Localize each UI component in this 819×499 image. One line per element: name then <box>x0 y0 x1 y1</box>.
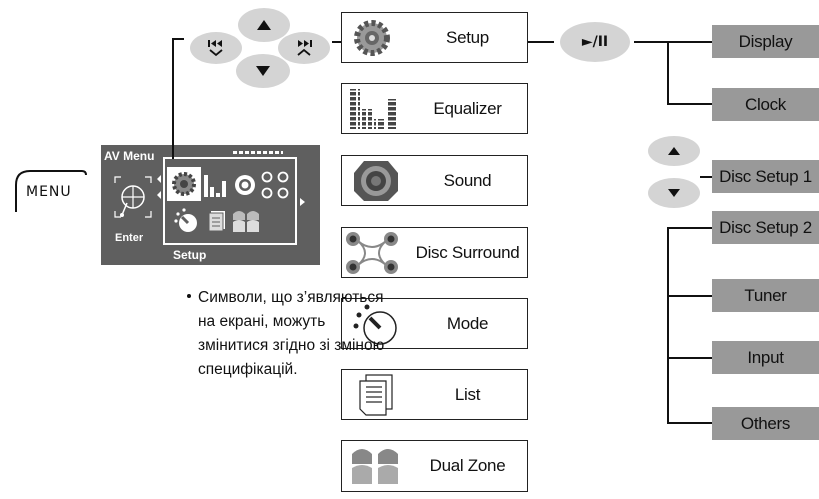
up-triangle-icon <box>668 147 680 155</box>
submenu-clock[interactable]: Clock <box>712 88 819 121</box>
connector-nav-menu <box>332 41 342 43</box>
tree-branch-clock <box>667 103 712 105</box>
connector-playpause-tree <box>634 41 712 43</box>
menu-item-equalizer[interactable]: Equalizer <box>341 83 528 134</box>
screen-caption: Setup <box>173 248 207 262</box>
screen-right-arrow <box>300 198 305 206</box>
menu-item-disc-surround[interactable]: Disc Surround <box>341 227 528 278</box>
menu-item-equalizer-label: Equalizer <box>433 98 502 118</box>
note-line: Символи, що з’являються <box>198 289 384 306</box>
next-track-button[interactable] <box>278 32 330 64</box>
note-line: специфікацій. <box>198 361 298 378</box>
tree-branch-tuner <box>667 295 712 297</box>
connector-disc-setup-1 <box>700 176 712 178</box>
connector-screen-nav <box>172 38 174 159</box>
joystick-icon <box>114 176 152 218</box>
menu-item-sound[interactable]: Sound <box>341 155 528 206</box>
skip-forward-up-icon <box>297 40 312 56</box>
menu-item-sound-label: Sound <box>443 170 492 190</box>
submenu-tuner[interactable]: Tuner <box>712 279 819 312</box>
surround-speakers-icon <box>346 232 398 274</box>
menu-item-dual-zone[interactable]: Dual Zone <box>341 440 528 492</box>
mode-knob-icon <box>353 304 397 345</box>
screen-mode-icon <box>174 208 197 232</box>
gear-icon <box>354 20 390 56</box>
screen-surround-icon <box>261 171 289 199</box>
submenu-display[interactable]: Display <box>712 25 819 58</box>
submenu-disc-setup-1[interactable]: Disc Setup 1 <box>712 160 819 193</box>
dual-zone-seats-icon <box>352 449 398 484</box>
menu-item-list-label: List <box>454 384 481 404</box>
note-bullet <box>187 294 191 298</box>
tree-branch-disc-setup-2 <box>667 227 712 229</box>
menu-key[interactable]: MENU <box>10 168 88 216</box>
submenu-input[interactable]: Input <box>712 341 819 374</box>
down-triangle-icon <box>668 189 680 197</box>
menu-item-dual-zone-label: Dual Zone <box>429 456 506 475</box>
note-line: на екрані, можуть <box>198 313 326 330</box>
equalizer-bars-icon <box>350 89 396 129</box>
screen-enter-label: Enter <box>115 232 144 244</box>
tree-upper-vertical <box>667 41 669 105</box>
screen-equalizer-icon <box>204 175 226 197</box>
av-menu-screen: AV Menu Enter S <box>101 145 320 265</box>
tree-lower-vertical <box>667 227 669 423</box>
play-pause-button[interactable]: ►/II <box>560 22 630 62</box>
menu-item-setup-label: Setup <box>446 27 489 47</box>
connector-setup-playpause <box>528 41 554 43</box>
submenu-others[interactable]: Others <box>712 407 819 440</box>
disc-up-button[interactable] <box>648 136 700 166</box>
screen-gear-icon <box>172 172 196 196</box>
screen-speaker-icon <box>235 175 255 195</box>
tree-branch-input <box>667 357 712 359</box>
down-triangle-icon <box>256 66 270 76</box>
list-document-icon <box>359 374 393 416</box>
screen-dual-zone-icon <box>233 211 259 232</box>
down-button[interactable] <box>236 54 290 88</box>
menu-item-disc-surround-label: Disc Surround <box>415 242 520 262</box>
menu-key-label: MENU <box>26 184 72 200</box>
menu-item-list[interactable]: List <box>341 369 528 420</box>
disc-down-button[interactable] <box>648 178 700 208</box>
screen-title: AV Menu <box>104 149 155 163</box>
play-pause-label: ►/II <box>581 34 609 50</box>
prev-track-button[interactable] <box>190 32 242 64</box>
screen-left-arrows <box>157 175 161 199</box>
tree-branch-others <box>667 422 712 424</box>
menu-key-outline <box>15 170 87 212</box>
connector-bracket-top <box>172 38 184 40</box>
up-button[interactable] <box>238 8 290 42</box>
menu-item-setup[interactable]: Setup <box>341 12 528 63</box>
submenu-disc-setup-2[interactable]: Disc Setup 2 <box>712 211 819 244</box>
screen-icon-frame <box>163 157 297 245</box>
screen-list-icon <box>208 211 225 232</box>
skip-back-down-icon <box>208 40 223 57</box>
note-text: Символи, що з’являються на екрані, можут… <box>198 286 428 382</box>
speaker-icon <box>354 161 398 201</box>
up-triangle-icon <box>257 20 271 30</box>
note-line: змінитися згідно зі зміною <box>198 337 385 354</box>
menu-item-mode-label: Mode <box>446 313 489 333</box>
menu-item-mode[interactable]: Mode <box>341 298 528 349</box>
screen-indicator <box>233 151 283 154</box>
